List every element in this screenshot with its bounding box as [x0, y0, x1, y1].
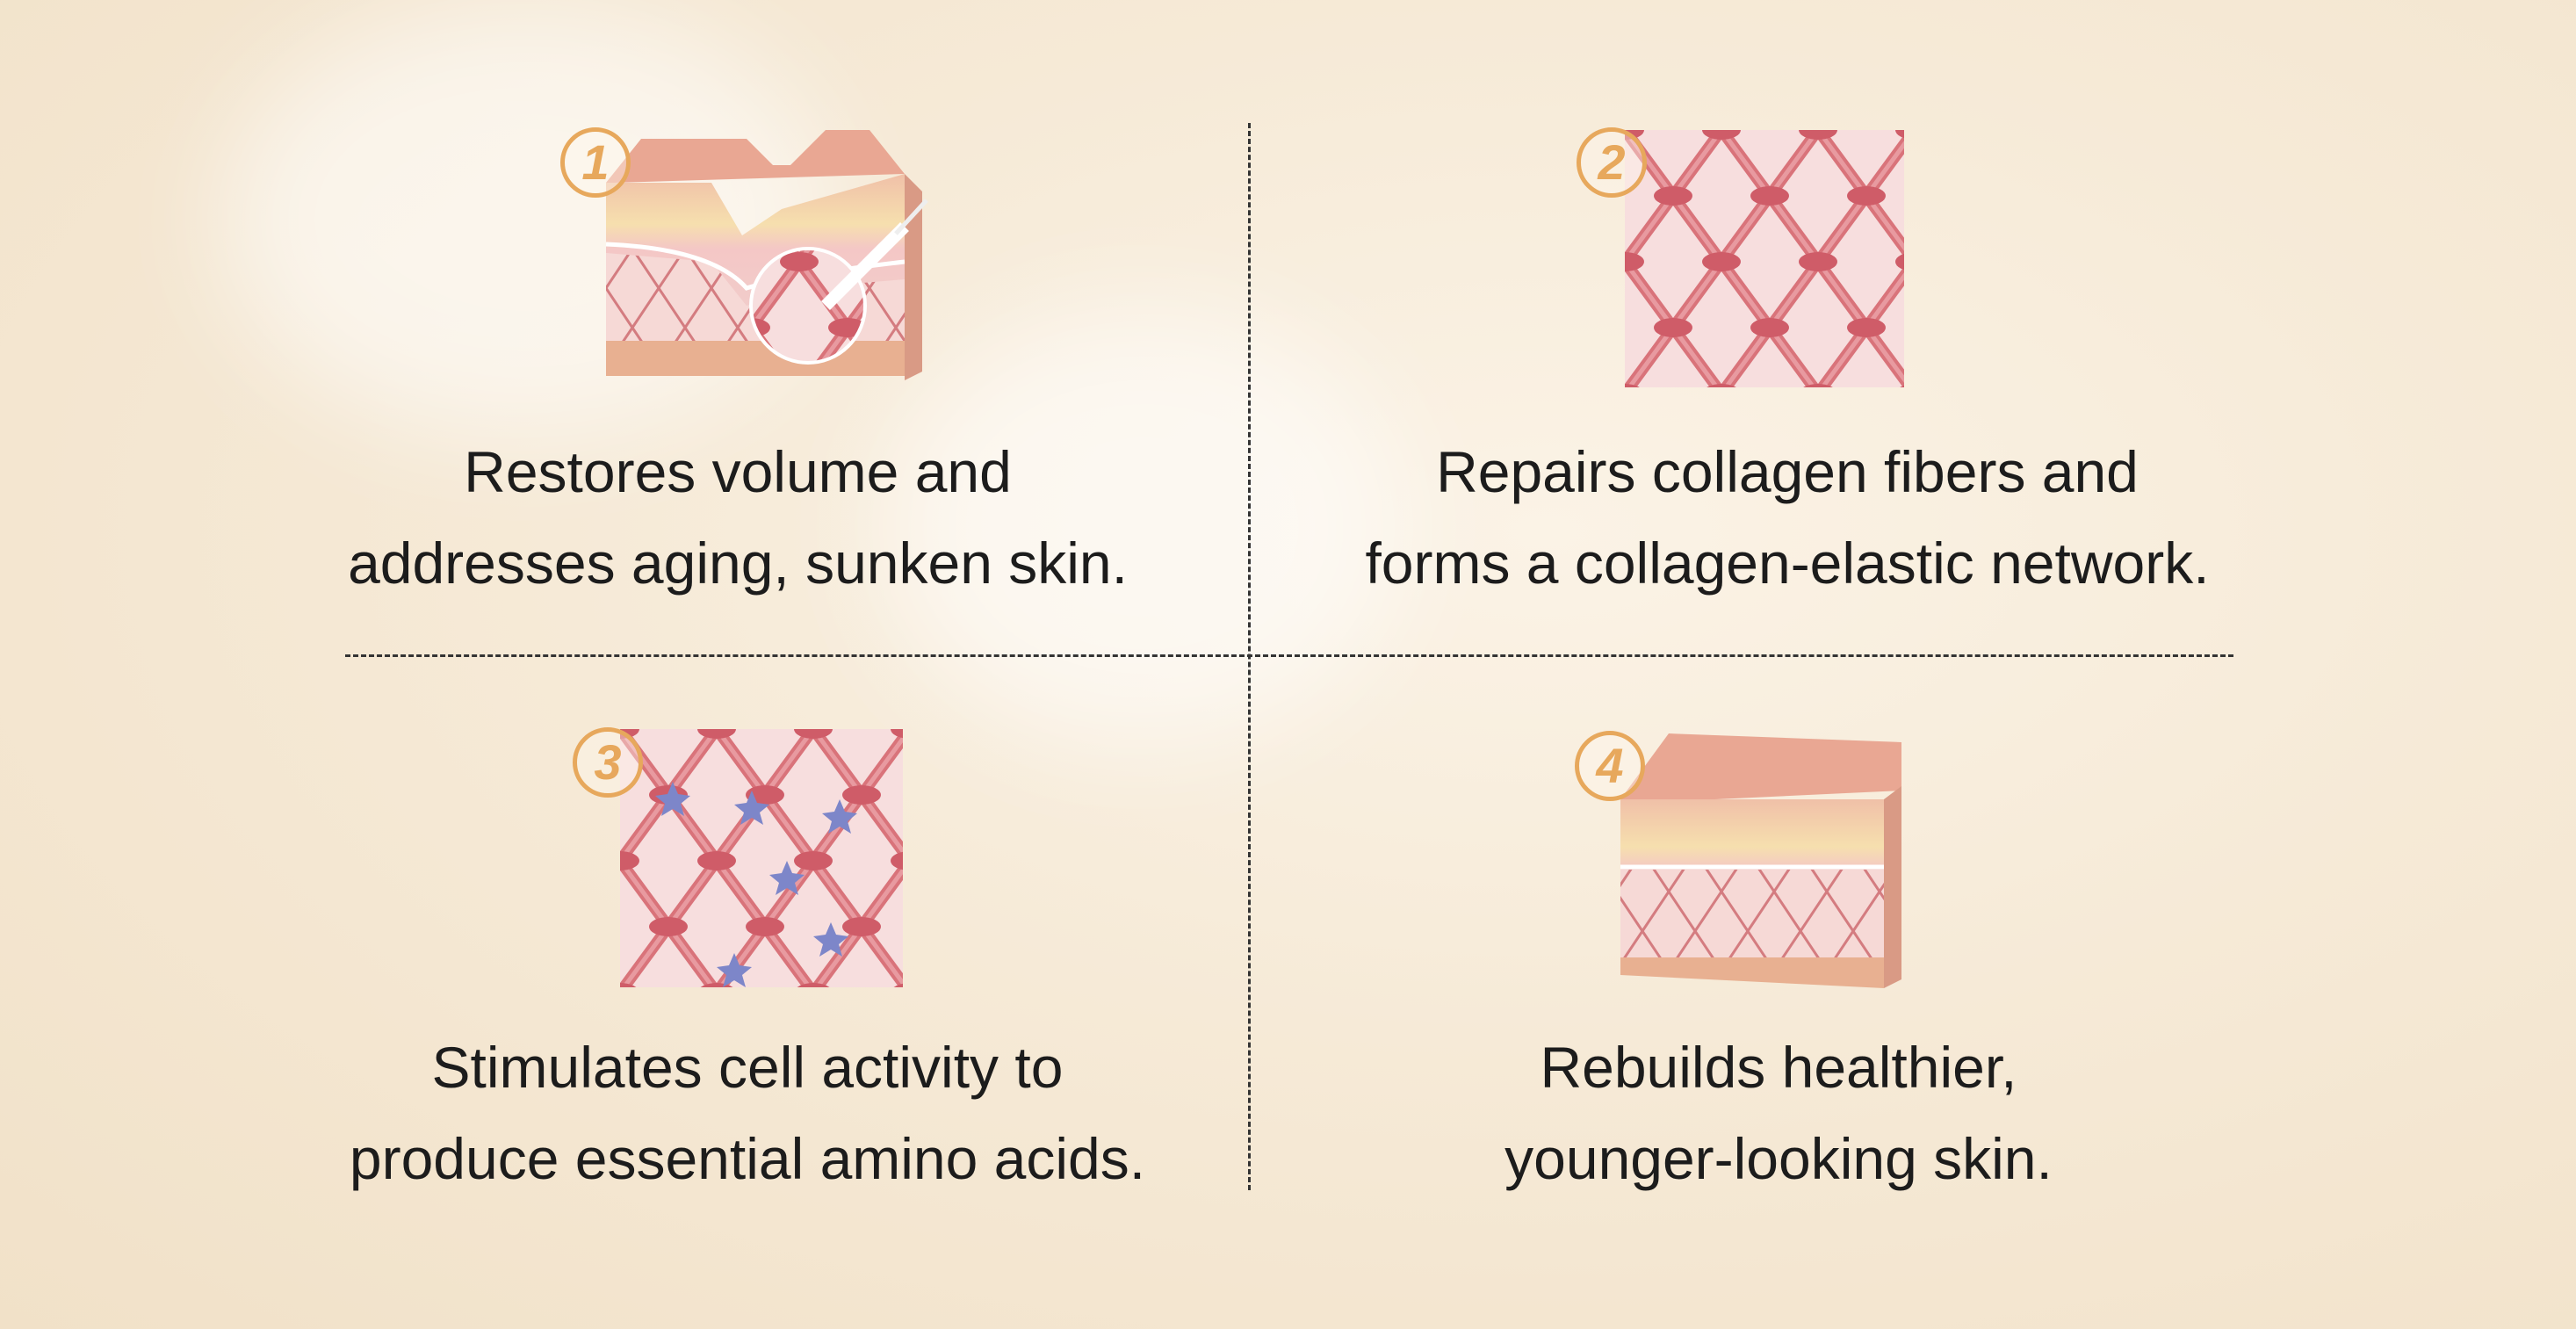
caption-line: Restores volume and — [464, 439, 1012, 504]
vertical-dashed-divider — [1248, 123, 1251, 1190]
benefit-caption: Repairs collagen fibers and forms a coll… — [1365, 426, 2209, 609]
caption-line: Stimulates cell activity to — [431, 1035, 1064, 1100]
caption-line: produce essential amino acids. — [349, 1126, 1146, 1191]
sunken-skin-illustration — [605, 130, 928, 380]
benefit-caption: Rebuilds healthier, younger-looking skin… — [1504, 1022, 2053, 1204]
caption-line: younger-looking skin. — [1504, 1126, 2053, 1191]
step-number-badge: 4 — [1575, 731, 1645, 801]
cell-activity-illustration — [620, 729, 903, 987]
benefit-caption: Stimulates cell activity to produce esse… — [350, 1022, 1145, 1204]
healthy-skin-illustration — [1620, 733, 1901, 988]
caption-line: addresses aging, sunken skin. — [348, 531, 1128, 596]
step-number-badge: 2 — [1577, 127, 1647, 198]
caption-line: Repairs collagen fibers and — [1436, 439, 2139, 504]
cell-star-icons — [655, 782, 857, 987]
collagen-network-illustration — [1625, 130, 1904, 387]
step-number-badge: 3 — [573, 727, 643, 798]
caption-line: Rebuilds healthier, — [1540, 1035, 2017, 1100]
horizontal-dashed-divider — [345, 654, 2233, 657]
step-number-badge: 1 — [560, 127, 631, 198]
background-glow — [878, 307, 1405, 747]
caption-line: forms a collagen-elastic network. — [1365, 531, 2210, 596]
benefit-caption: Restores volume and addresses aging, sun… — [348, 426, 1128, 609]
